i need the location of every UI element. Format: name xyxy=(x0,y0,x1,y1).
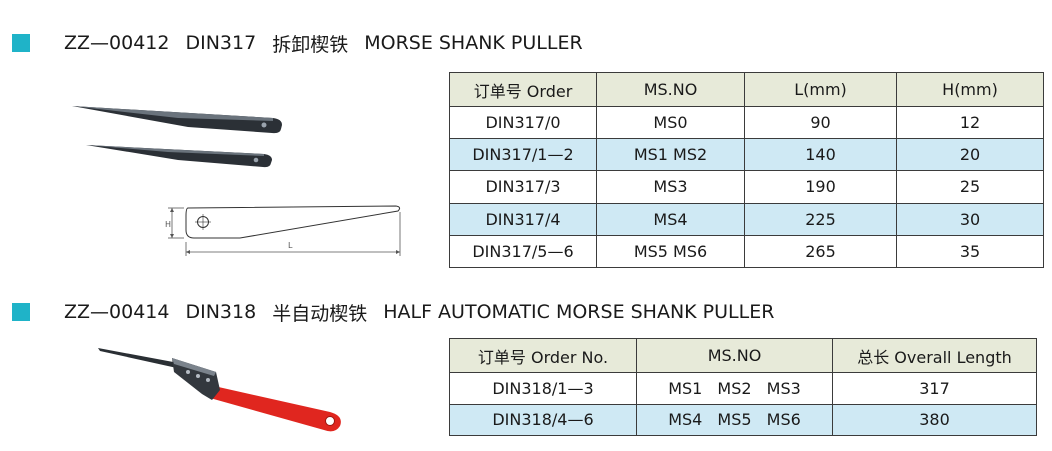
table-row: DIN318/4—6 MS4 MS5 MS6 380 xyxy=(449,403,1037,436)
cell-order: DIN318/4—6 xyxy=(449,403,637,436)
cell-l: 265 xyxy=(744,234,897,269)
cell-h: 12 xyxy=(896,105,1044,140)
din317-table: 订单号 Order MS.NO L(mm) H(mm) DIN317/0 MS0… xyxy=(449,72,1044,269)
cell-ms: MS5 MS6 xyxy=(596,234,745,269)
cell-ms: MS4 MS5 MS6 xyxy=(636,403,833,436)
cell-order: DIN318/1—3 xyxy=(449,372,637,405)
section2-name-cn: 半自动楔铁 xyxy=(272,302,368,325)
cell-l: 190 xyxy=(744,170,897,204)
table-row: DIN318/1—3 MS1 MS2 MS3 317 xyxy=(449,372,1037,405)
section1-code: ZZ—00412 xyxy=(64,32,170,54)
section1-din: DIN317 xyxy=(185,32,257,54)
dimension-drawing: H L xyxy=(165,205,401,256)
cell-order: DIN317/1—2 xyxy=(449,138,597,172)
cell-ms: MS3 xyxy=(596,170,745,204)
section-marker-icon xyxy=(12,34,30,52)
cell-ms: MS1 MS2 xyxy=(596,138,745,172)
dimension-l-label: L xyxy=(288,241,293,250)
table-row: DIN317/5—6 MS5 MS6 265 35 xyxy=(449,234,1044,269)
cell-h: 30 xyxy=(896,202,1044,236)
section1-name-en: MORSE SHANK PULLER xyxy=(364,32,583,54)
table-header-row: 订单号 Order No. MS.NO 总长 Overall Length xyxy=(449,338,1037,373)
header-ms-no: MS.NO xyxy=(636,338,833,373)
section1-name-cn: 拆卸楔铁 xyxy=(272,33,349,56)
cell-ms: MS1 MS2 MS3 xyxy=(636,372,833,405)
header-height: H(mm) xyxy=(896,72,1044,107)
cell-h: 20 xyxy=(896,138,1044,172)
header-ms-no: MS.NO xyxy=(596,72,745,107)
section2-code: ZZ—00414 xyxy=(64,301,170,323)
cell-length: 380 xyxy=(832,403,1037,436)
cell-order: DIN317/4 xyxy=(449,202,597,236)
header-overall-length: 总长 Overall Length xyxy=(832,338,1037,373)
half-automatic-puller-photo xyxy=(98,348,341,432)
cell-h: 25 xyxy=(896,170,1044,204)
cell-order: DIN317/3 xyxy=(449,170,597,204)
cell-ms: MS0 xyxy=(596,105,745,140)
cell-l: 225 xyxy=(744,202,897,236)
morse-shank-puller-photo xyxy=(72,106,282,168)
cell-order: DIN317/0 xyxy=(449,105,597,140)
section-marker-icon xyxy=(12,303,30,321)
table-header-row: 订单号 Order MS.NO L(mm) H(mm) xyxy=(449,72,1044,107)
header-order-no: 订单号 Order No. xyxy=(449,338,637,373)
section1-heading: ZZ—00412 DIN317 拆卸楔铁 MORSE SHANK PULLER xyxy=(12,30,599,56)
cell-h: 35 xyxy=(896,234,1044,269)
table-row: DIN317/1—2 MS1 MS2 140 20 xyxy=(449,138,1044,172)
section2-heading: ZZ—00414 DIN318 半自动楔铁 HALF AUTOMATIC MOR… xyxy=(12,299,790,325)
header-order: 订单号 Order xyxy=(449,72,597,107)
cell-order: DIN317/5—6 xyxy=(449,234,597,269)
cell-length: 317 xyxy=(832,372,1037,405)
dimension-h-label: H xyxy=(165,220,171,229)
cell-ms: MS4 xyxy=(596,202,745,236)
section2-name-en: HALF AUTOMATIC MORSE SHANK PULLER xyxy=(383,301,775,323)
cell-l: 90 xyxy=(744,105,897,140)
header-length: L(mm) xyxy=(744,72,897,107)
section2-din: DIN318 xyxy=(185,301,257,323)
cell-l: 140 xyxy=(744,138,897,172)
table-row: DIN317/3 MS3 190 25 xyxy=(449,170,1044,204)
din318-table: 订单号 Order No. MS.NO 总长 Overall Length DI… xyxy=(449,338,1037,436)
table-row: DIN317/0 MS0 90 12 xyxy=(449,105,1044,140)
table-row: DIN317/4 MS4 225 30 xyxy=(449,202,1044,236)
